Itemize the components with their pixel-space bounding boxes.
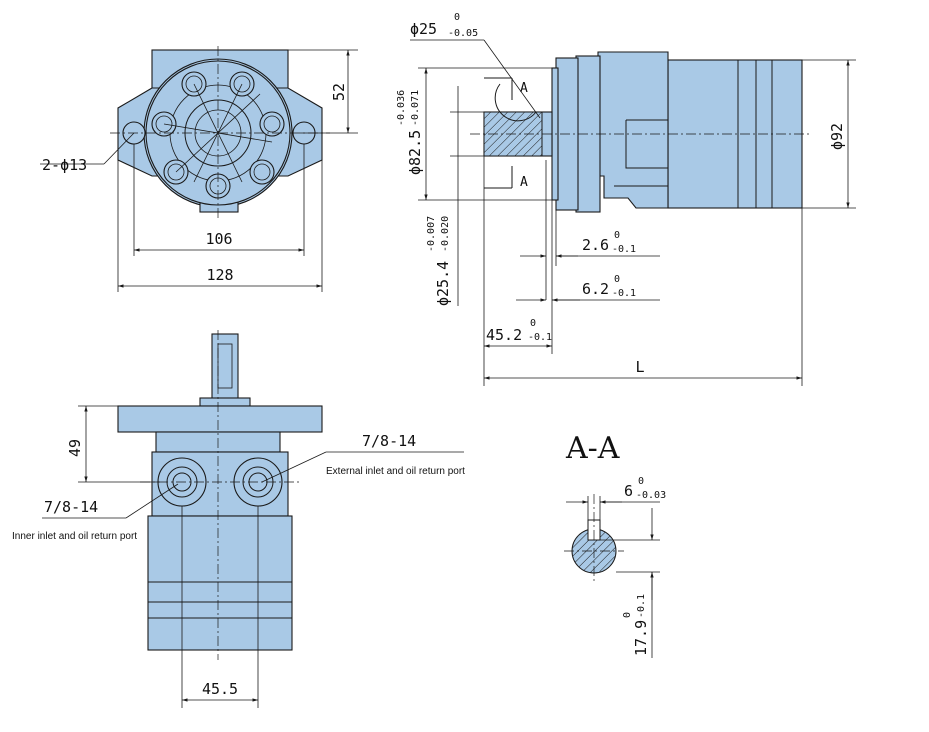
dim-c-upper: 0 <box>530 318 536 329</box>
dim-pilot-lower: -0.071 <box>410 90 421 126</box>
port-housing <box>597 51 669 209</box>
dim-b: 6.2 <box>582 280 609 298</box>
dim-hole-spacing: 106 <box>205 230 232 248</box>
dim-b-lower: -0.1 <box>612 288 636 299</box>
dim-bottom-height: 49 <box>66 439 84 457</box>
front-view: 52 2-ϕ13 106 128 <box>40 46 358 292</box>
dim-a: 2.6 <box>582 236 609 254</box>
dim-key-dia: ϕ25.4 <box>434 261 452 306</box>
side-view: A A ϕ25 0 -0.05 ϕ82.5 -0.036 -0.071 ϕ25.… <box>396 12 856 386</box>
dim-overall-width: 128 <box>206 266 233 284</box>
section-mark-bottom: A <box>520 175 528 190</box>
dim-pilot-upper: -0.036 <box>396 90 407 126</box>
section-aa: A-A 6 0 -0.03 17.9 0 -0.1 <box>564 431 666 658</box>
dim-key-depth-upper: 0 <box>622 612 633 618</box>
port-left-label: Inner inlet and oil return port <box>12 531 137 542</box>
dim-b-upper: 0 <box>614 274 620 285</box>
dim-front-height: 52 <box>330 83 348 101</box>
dim-length: L <box>635 358 644 376</box>
dim-key-depth-lower: -0.1 <box>636 594 647 618</box>
dim-key-width-upper: 0 <box>638 476 644 487</box>
dim-a-upper: 0 <box>614 230 620 241</box>
dim-c: 45.2 <box>486 326 522 344</box>
dim-key-width: 6 <box>624 482 633 500</box>
dim-mount-hole-prefix: 2- <box>42 156 60 174</box>
port-right-thread: 7/8-14 <box>362 432 416 450</box>
port-right-label: External inlet and oil return port <box>326 466 465 477</box>
bottom-view: 49 7/8-14 External inlet and oil return … <box>12 330 465 708</box>
dim-body-diameter: ϕ92 <box>828 123 846 150</box>
dim-c-lower: -0.1 <box>528 332 552 343</box>
dim-shaft-phi-lower: -0.05 <box>448 28 478 39</box>
bottom-shaft <box>211 333 239 401</box>
section-arc <box>494 83 537 122</box>
dim-mount-hole-phi: ϕ <box>60 156 69 174</box>
bottom-flange <box>117 405 323 433</box>
dim-key-width-lower: -0.03 <box>636 490 666 501</box>
dim-a-lower: -0.1 <box>612 244 636 255</box>
svg-text:2-ϕ13: 2-ϕ13 <box>42 156 87 174</box>
front-center-lines <box>110 46 330 218</box>
dim-port-spacing: 45.5 <box>202 680 238 698</box>
port-left-thread: 7/8-14 <box>44 498 98 516</box>
dim-key-dia-lower: -0.020 <box>440 216 451 252</box>
dim-mount-hole-size: 13 <box>69 156 87 174</box>
dim-key-dia-upper: -0.007 <box>426 216 437 252</box>
dim-shaft-phi: ϕ25 <box>410 20 437 38</box>
section-mark-top: A <box>520 81 528 96</box>
bottom-motor-body <box>147 515 293 651</box>
shaft-collar <box>199 397 251 407</box>
dim-pilot: ϕ82.5 <box>406 130 424 175</box>
dim-key-depth: 17.9 <box>632 620 650 656</box>
section-title: A-A <box>565 431 620 466</box>
dim-shaft-phi-upper: 0 <box>454 12 460 23</box>
